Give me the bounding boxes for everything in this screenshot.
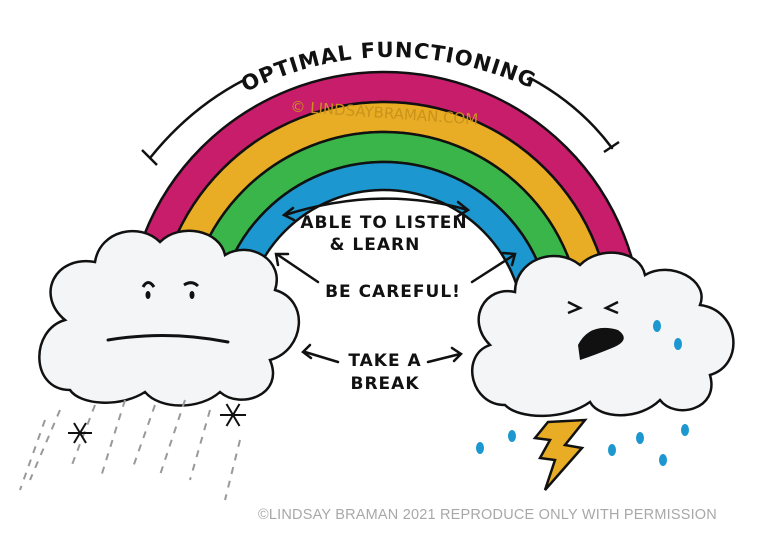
label-break-line1: TAKE A — [348, 351, 421, 371]
label-break-line2: BREAK — [351, 374, 420, 394]
right-bracket — [528, 76, 614, 150]
label-listen-line1: ABLE TO LISTEN — [300, 213, 467, 233]
label-careful: BE CAREFUL! — [325, 282, 461, 302]
lightning-bolt-icon — [532, 418, 588, 491]
crying-storm-cloud-icon — [471, 251, 735, 418]
copyright-notice: ©LINDSAY BRAMAN 2021 REPRODUCE ONLY WITH… — [258, 507, 717, 523]
snowflake-icon — [68, 422, 92, 444]
snowflake-icon — [220, 403, 246, 427]
sad-cloud-icon — [38, 229, 300, 407]
rain-streaks — [19, 399, 241, 501]
arrows — [274, 197, 517, 364]
label-listen-line2: & LEARN — [330, 235, 421, 255]
left-bracket — [148, 78, 246, 160]
raindrops — [476, 320, 689, 466]
